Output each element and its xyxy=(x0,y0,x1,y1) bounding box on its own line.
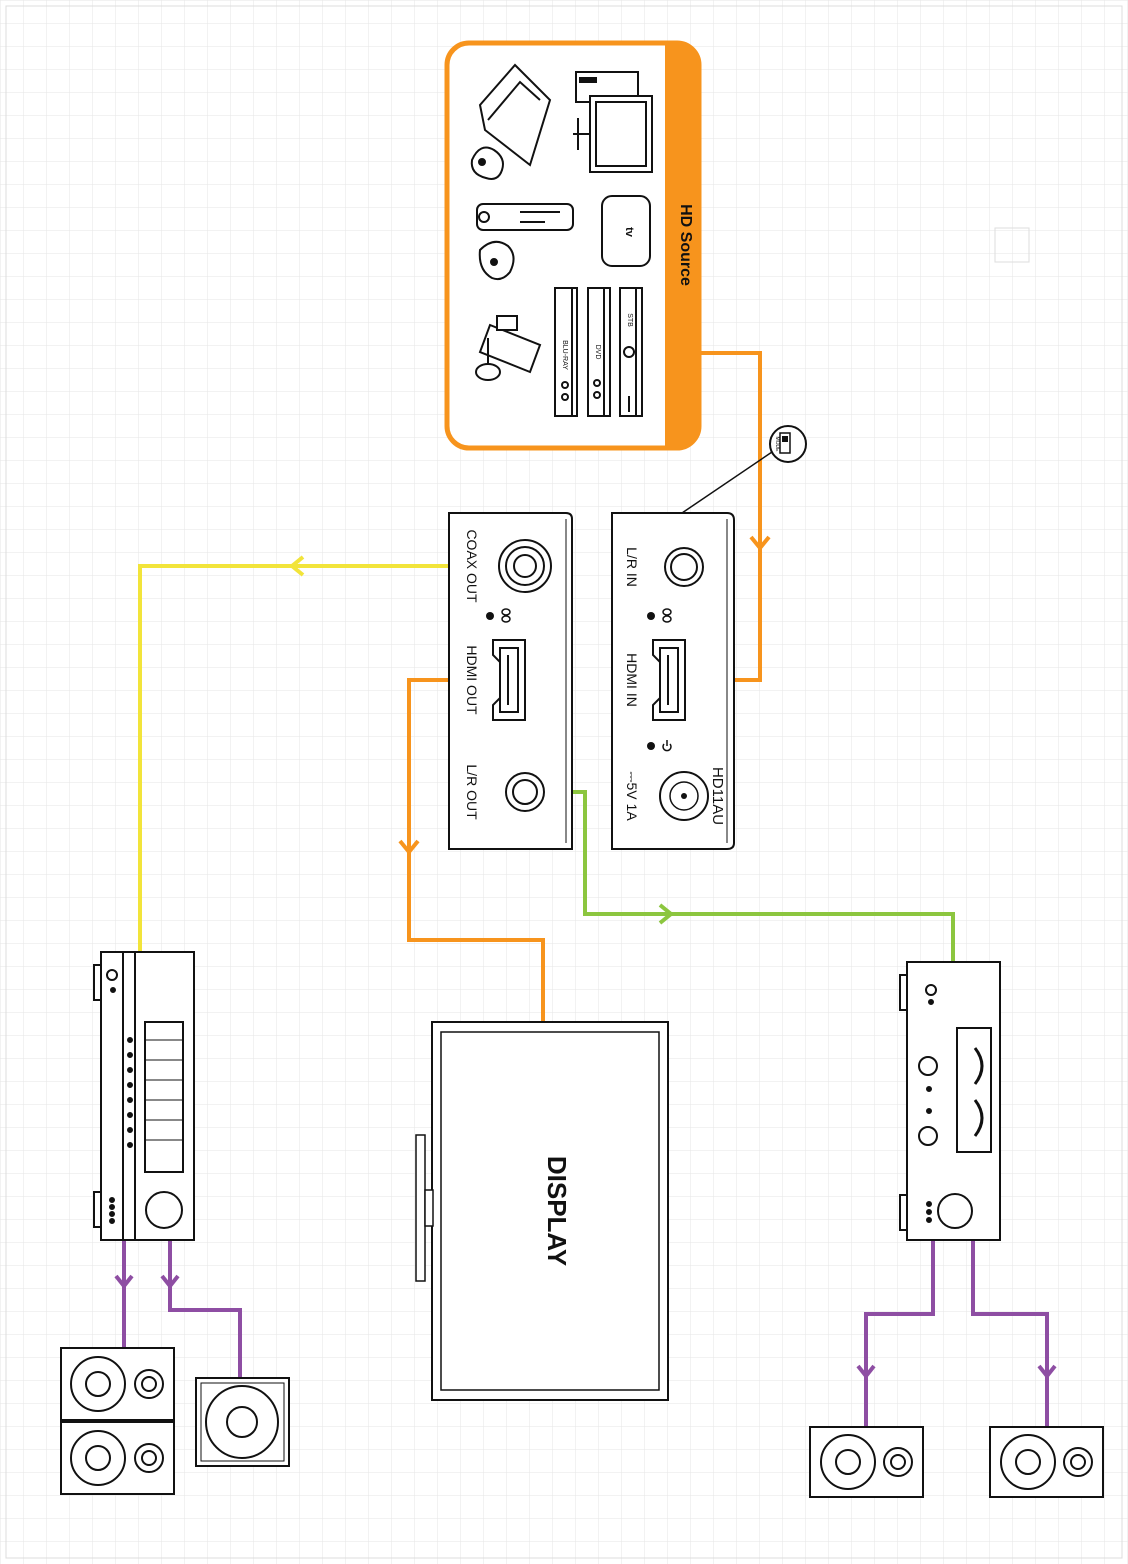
camera-icon xyxy=(475,315,542,381)
stereo-amplifier xyxy=(899,961,1001,1241)
display-label: DISPLAY xyxy=(542,1156,572,1266)
power-label: ⎓5V 1A xyxy=(624,771,640,821)
stb-text: STB xyxy=(626,313,633,327)
hdmi-out-label: HDMI OUT xyxy=(464,645,480,715)
stereo-speaker-left xyxy=(809,1426,924,1498)
input-unit: L/R IN HDMI IN ⎓5V 1A HD11AU xyxy=(611,512,735,850)
hdmi-in-label: HDMI IN xyxy=(624,653,640,707)
blank-cell xyxy=(994,227,1030,263)
pc-monitor-icon xyxy=(573,71,653,173)
power-icon xyxy=(662,740,672,752)
front-speaker-bottom xyxy=(60,1421,175,1495)
grid-frame xyxy=(5,5,1123,1559)
bluray-text: BLU-RAY xyxy=(561,340,568,370)
subwoofer xyxy=(195,1377,290,1467)
game-console-icon xyxy=(470,63,552,180)
dvd-text: DVD xyxy=(594,345,601,360)
switch-label: MODE xyxy=(774,437,780,453)
model-label: HD11AU xyxy=(709,767,726,825)
hdmi-output-cable xyxy=(398,678,545,1022)
output-unit: COAX OUT HDMI OUT L/R OUT xyxy=(448,512,573,850)
link-icon xyxy=(662,608,672,623)
lr-in-label: L/R IN xyxy=(624,547,640,587)
lr-out-jack xyxy=(505,772,545,812)
lr-out-label: L/R OUT xyxy=(464,764,480,820)
bluray-player-icon: BLU-RAY xyxy=(554,287,578,417)
hd-source-title: HD Source xyxy=(677,204,694,286)
link-led xyxy=(647,612,655,620)
output-link-icon xyxy=(501,608,511,623)
hdmi-in-port xyxy=(652,639,686,721)
coax-cable xyxy=(138,555,525,952)
amplifier-speaker-cables xyxy=(856,1240,1057,1427)
av-receiver xyxy=(93,951,195,1241)
lr-in-jack xyxy=(664,547,704,587)
power-led xyxy=(647,742,655,750)
display-tv: DISPLAY xyxy=(415,1021,669,1401)
set-top-box-icon: STB xyxy=(619,287,643,417)
switch-leader-line xyxy=(681,451,773,514)
front-speaker-top xyxy=(60,1347,175,1421)
svg-text:tv: tv xyxy=(623,227,635,238)
dc-power-jack xyxy=(659,771,709,821)
output-link-led xyxy=(486,612,494,620)
stereo-speaker-right xyxy=(989,1426,1104,1498)
hd-source-panel: HD Source tv xyxy=(444,40,702,451)
coax-out-label: COAX OUT xyxy=(464,529,480,603)
streaming-box-icon: tv xyxy=(601,195,651,267)
dvd-player-icon: DVD xyxy=(587,287,611,417)
hdmi-out-port xyxy=(492,639,526,721)
coax-out-jack xyxy=(498,539,552,593)
mode-switch: MODE xyxy=(769,425,807,463)
game-console-2-icon xyxy=(476,203,574,281)
receiver-speaker-cables xyxy=(114,1240,242,1378)
